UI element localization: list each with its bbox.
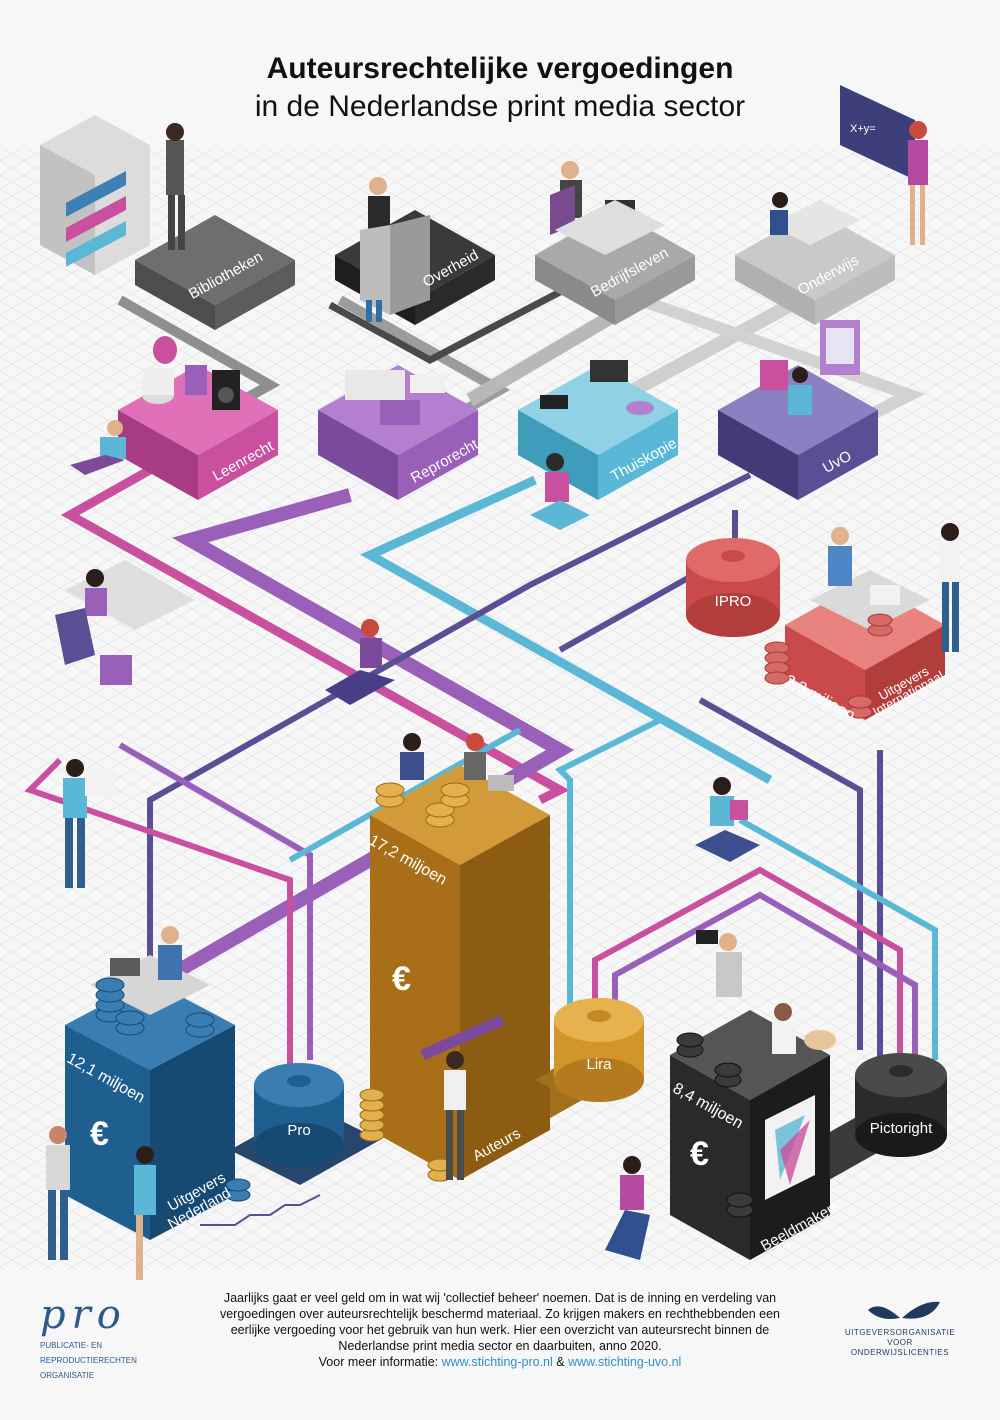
uitgevers-nederland-box: [46, 926, 251, 1280]
people-illustrations: [55, 420, 760, 888]
office-worker-illustration: [550, 161, 665, 255]
pro-drum: [254, 1063, 344, 1167]
beeldmakers-box: [605, 930, 836, 1260]
speaker-illustration: [360, 177, 430, 322]
euro-icon-uitgevers: €: [90, 1115, 109, 1153]
ipro-drum: [686, 538, 780, 637]
euro-icon-beeldmakers: €: [690, 1135, 709, 1173]
pictoright-drum: [855, 1053, 947, 1157]
auteurs-column: [359, 733, 550, 1182]
pro-logo-sub1: PUBLICATIE- EN: [40, 1341, 103, 1350]
uvo-logo-sub1: UITGEVERSORGANISATIE: [844, 1328, 956, 1337]
footer-more-info: Voor meer informatie:: [318, 1355, 439, 1369]
lira-drum: [535, 998, 644, 1102]
page-title: Auteursrechtelijke vergoedingen: [266, 52, 734, 85]
uvo-logo: UITGEVERSORGANISATIE VOOR ONDERWIJSLICEN…: [830, 1328, 970, 1358]
pro-logo-sub2: REPRODUCTIERECHTEN: [40, 1356, 137, 1365]
page-subtitle: in de Nederlandse print media sector: [254, 90, 746, 123]
footer-ampersand: &: [556, 1355, 565, 1369]
label-lira: Lira: [586, 1056, 612, 1073]
euro-icon-auteurs: €: [392, 960, 411, 998]
pro-logo-sub3: ORGANISATIE: [40, 1371, 95, 1380]
uvo-logo-sub3: ONDERWIJSLICENTIES: [850, 1348, 950, 1357]
label-pictoright: Pictoright: [869, 1120, 933, 1137]
footer-description: Jaarlijks gaat er veel geld om in wat wi…: [219, 1291, 781, 1353]
uvo-logo-mark: [868, 1301, 940, 1319]
label-ipro: IPRO: [714, 593, 752, 610]
footer-text-block: Jaarlijks gaat er veel geld om in wat wi…: [215, 1290, 785, 1370]
pro-logo: pro PUBLICATIE- EN REPRODUCTIERECHTEN OR…: [40, 1295, 137, 1380]
link-stichting-pro[interactable]: www.stichting-pro.nl: [441, 1355, 553, 1369]
rights-props: [142, 320, 860, 425]
uitgevers-internationaal-box: [764, 523, 960, 720]
bookshelf-illustration: [40, 115, 185, 275]
uvo-logo-sub2: VOOR: [887, 1338, 913, 1347]
pro-logo-word: pro: [40, 1292, 127, 1338]
link-stichting-uvo[interactable]: www.stichting-uvo.nl: [568, 1355, 682, 1369]
classroom-illustration: X+y=: [770, 85, 928, 245]
label-pro: Pro: [287, 1122, 311, 1139]
blackboard-text: X+y=: [850, 123, 876, 135]
